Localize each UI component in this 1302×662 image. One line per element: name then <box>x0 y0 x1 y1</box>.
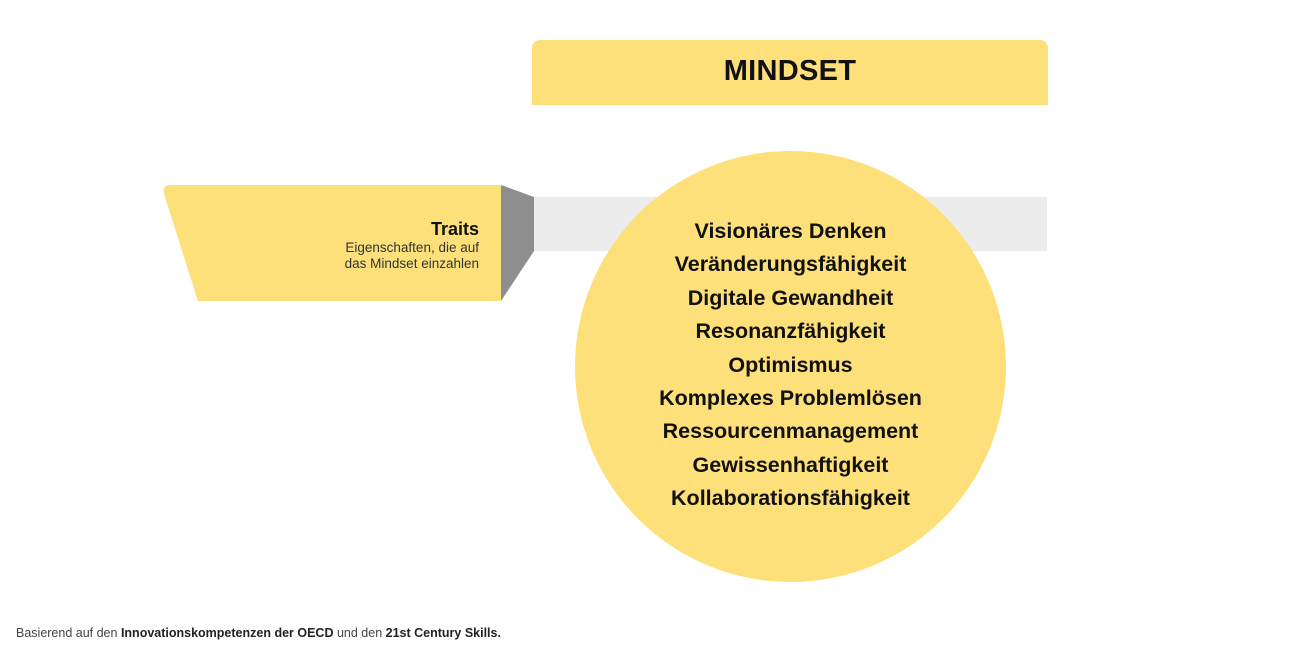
source-note-skills: 21st Century Skills. <box>385 626 501 640</box>
trait-item: Veränderungsfähigkeit <box>674 252 907 277</box>
mindset-title: MINDSET <box>723 55 857 87</box>
traits-description-line1: Eigenschaften, die auf <box>345 240 479 255</box>
traits-tag-shape <box>163 185 534 301</box>
trait-item: Kollaborationsfähigkeit <box>671 486 910 511</box>
source-note-oecd: Innovationskompetenzen der OECD <box>120 626 334 640</box>
trait-item: Komplexes Problemlösen <box>659 386 922 411</box>
trait-item: Visionäres Denken <box>694 219 887 243</box>
traits-title: Traits <box>430 219 479 239</box>
source-note-middle: und den <box>333 626 386 640</box>
mindset-header: MINDSET <box>532 40 1048 105</box>
source-note-prefix: Basierend auf den <box>16 626 121 640</box>
traits-description-line2: das Mindset einzahlen <box>344 256 479 271</box>
trait-list: Visionäres Denken Veränderungsfähigkeit … <box>575 215 1006 516</box>
trait-item: Resonanzfähigkeit <box>695 319 886 344</box>
mindset-circle <box>575 151 1006 582</box>
trait-item: Digitale Gewandheit <box>687 285 894 310</box>
trait-item: Gewissenhaftigkeit <box>692 452 889 477</box>
trait-item: Ressourcenmanagement <box>662 419 919 444</box>
source-note: Basierend auf den Innovationskompetenzen… <box>16 626 501 640</box>
traits-tag-fold <box>501 185 534 301</box>
traits-tag-text: Traits Eigenschaften, die auf das Mindse… <box>230 218 479 272</box>
trait-item: Optimismus <box>728 352 853 377</box>
traits-tag-body <box>163 185 501 301</box>
